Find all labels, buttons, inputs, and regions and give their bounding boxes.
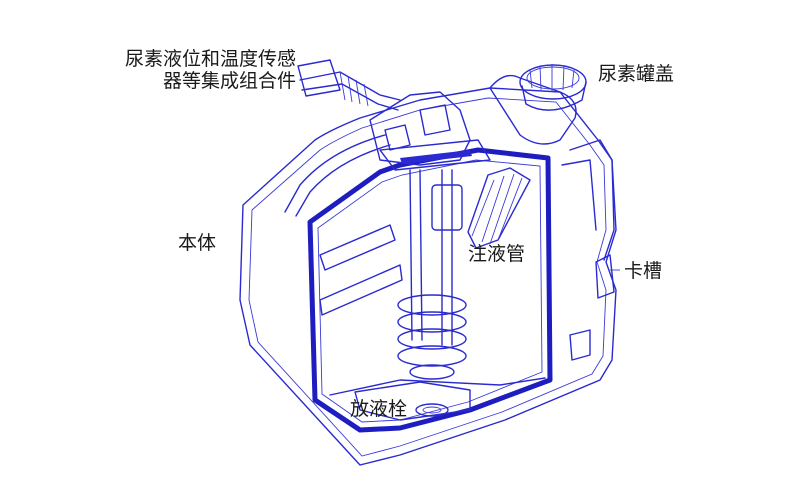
label-filler-cap: 尿素罐盖	[598, 63, 675, 85]
sensor-hose	[299, 71, 401, 101]
tank-floor	[329, 377, 546, 396]
tank-outer-shell	[239, 87, 617, 466]
return-hose	[284, 134, 386, 213]
drain-recess	[354, 381, 471, 421]
heater-coil	[397, 294, 467, 367]
sensor-connector	[297, 59, 341, 97]
label-fill-tube: 注液管	[468, 243, 526, 265]
tank-outer-shell-inner-edge	[248, 97, 607, 457]
left-rib-2	[319, 264, 403, 316]
drain-plug-shape	[415, 403, 449, 417]
sensor-head	[369, 91, 471, 166]
label-body: 本体	[178, 232, 217, 254]
label-sensor-line1: 尿素液位和温度传感	[124, 48, 296, 70]
label-sensor-line2: 器等集成组合件	[162, 70, 296, 92]
section-wall	[307, 147, 553, 433]
section-wall-hatch	[317, 159, 543, 423]
left-rib-1	[319, 224, 396, 271]
label-clip-slot: 卡槽	[624, 260, 663, 282]
fill-tube-shape	[467, 167, 531, 249]
suction-tube-left	[409, 169, 413, 341]
label-drain-plug: 放液栓	[350, 398, 408, 420]
